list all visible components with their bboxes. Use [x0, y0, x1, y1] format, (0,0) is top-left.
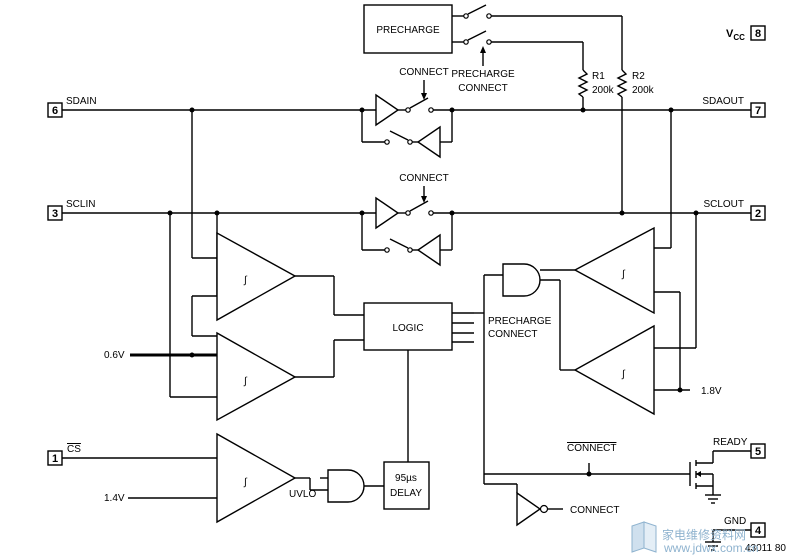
svg-text:SDAOUT: SDAOUT	[702, 96, 744, 107]
svg-text:PRECHARGE: PRECHARGE	[488, 316, 552, 327]
comparator-uvlo: ∫ UVLO	[216, 432, 328, 524]
and-gate-uvlo	[320, 469, 384, 503]
svg-text:∫: ∫	[243, 477, 248, 488]
input-wiring-left	[169, 110, 218, 398]
svg-text:CONNECT: CONNECT	[458, 83, 507, 94]
watermark-url: www.jdwx.com.cn	[663, 541, 759, 555]
pin-sdaout: 7 SDAOUT	[702, 96, 766, 118]
figure-id: 43011 80	[745, 543, 786, 554]
connect-nets: CONNECT	[483, 443, 690, 493]
inverter-connect: CONNECT	[516, 491, 619, 527]
pin-vcc: VCC 8	[726, 25, 766, 42]
svg-text:∫: ∫	[621, 369, 626, 380]
comparator-scl-out: ∫	[573, 324, 655, 416]
pin-gnd: 4 GND	[705, 516, 766, 551]
svg-text:SCLOUT: SCLOUT	[703, 199, 744, 210]
resistor-r1: R1 200k	[577, 42, 615, 110]
resistor-r2: R2 200k	[616, 16, 655, 212]
svg-text:SDAIN: SDAIN	[66, 96, 97, 107]
svg-text:6: 6	[52, 105, 58, 117]
svg-text:UVLO: UVLO	[289, 489, 316, 500]
svg-text:1.4V: 1.4V	[104, 493, 125, 504]
pin-sclin: 3 SCLIN	[47, 199, 95, 221]
watermark-text: 家电维修资料网	[662, 527, 746, 542]
comparator-to-logic-wiring	[295, 275, 364, 378]
svg-text:∫: ∫	[243, 376, 248, 387]
comparator-scl-in: ∫	[216, 331, 297, 422]
svg-text:READY: READY	[713, 437, 748, 448]
svg-text:CS: CS	[67, 444, 81, 455]
and-gate-connect	[474, 263, 575, 474]
svg-text:2: 2	[755, 208, 761, 220]
sda-bidirectional-buffer: CONNECT	[359, 67, 455, 159]
svg-text:VCC: VCC	[726, 28, 745, 42]
svg-text:R1: R1	[592, 71, 605, 82]
svg-text:CONNECT: CONNECT	[567, 443, 616, 454]
pin-cs: 1 CS	[47, 444, 217, 466]
precharge-block-label: PRECHARGE	[376, 25, 440, 36]
logic-block: LOGIC	[363, 302, 453, 351]
svg-text:CONNECT: CONNECT	[488, 329, 537, 340]
scl-bidirectional-buffer: CONNECT	[359, 173, 455, 267]
watermark: 家电维修资料网 www.jdwx.com.cn	[631, 521, 759, 555]
svg-text:LOGIC: LOGIC	[392, 323, 423, 334]
svg-text:95µs: 95µs	[395, 473, 417, 484]
precharge-connect-label: PRECHARGE CONNECT	[451, 46, 515, 94]
precharge-block: PRECHARGE	[363, 4, 453, 54]
logic-outputs: PRECHARGE CONNECT	[407, 312, 552, 462]
pin-ready: 5 READY	[713, 437, 766, 459]
svg-text:SCLIN: SCLIN	[66, 199, 95, 210]
svg-text:3: 3	[52, 208, 58, 220]
svg-text:PRECHARGE: PRECHARGE	[451, 69, 515, 80]
svg-text:∫: ∫	[243, 275, 248, 286]
svg-text:4: 4	[755, 525, 762, 537]
v06-reference: 0.6V	[104, 350, 217, 361]
right-comparator-wiring: 1.8V	[654, 110, 722, 397]
svg-text:CONNECT: CONNECT	[399, 67, 448, 78]
svg-text:R2: R2	[632, 71, 645, 82]
ready-transistor	[689, 450, 751, 504]
pin-sdain: 6 SDAIN	[47, 96, 97, 118]
v14-reference: 1.4V	[104, 493, 217, 504]
svg-text:CONNECT: CONNECT	[570, 505, 619, 516]
svg-text:GND: GND	[724, 516, 746, 527]
svg-text:8: 8	[755, 28, 761, 40]
comparator-sda-in: ∫	[216, 231, 297, 322]
svg-text:∫: ∫	[621, 269, 626, 280]
svg-text:CONNECT: CONNECT	[399, 173, 448, 184]
svg-text:0.6V: 0.6V	[104, 350, 125, 361]
svg-text:1.8V: 1.8V	[701, 386, 722, 397]
comparator-sda-out: ∫	[573, 226, 655, 315]
pin-sclout: 2 SCLOUT	[703, 199, 766, 221]
precharge-switches	[452, 4, 622, 45]
svg-text:200k: 200k	[592, 85, 615, 96]
svg-text:DELAY: DELAY	[390, 488, 422, 499]
svg-text:1: 1	[52, 453, 58, 465]
svg-text:5: 5	[755, 446, 761, 458]
delay-block: 95µs DELAY	[383, 461, 430, 510]
svg-text:200k: 200k	[632, 85, 655, 96]
svg-text:7: 7	[755, 105, 761, 117]
